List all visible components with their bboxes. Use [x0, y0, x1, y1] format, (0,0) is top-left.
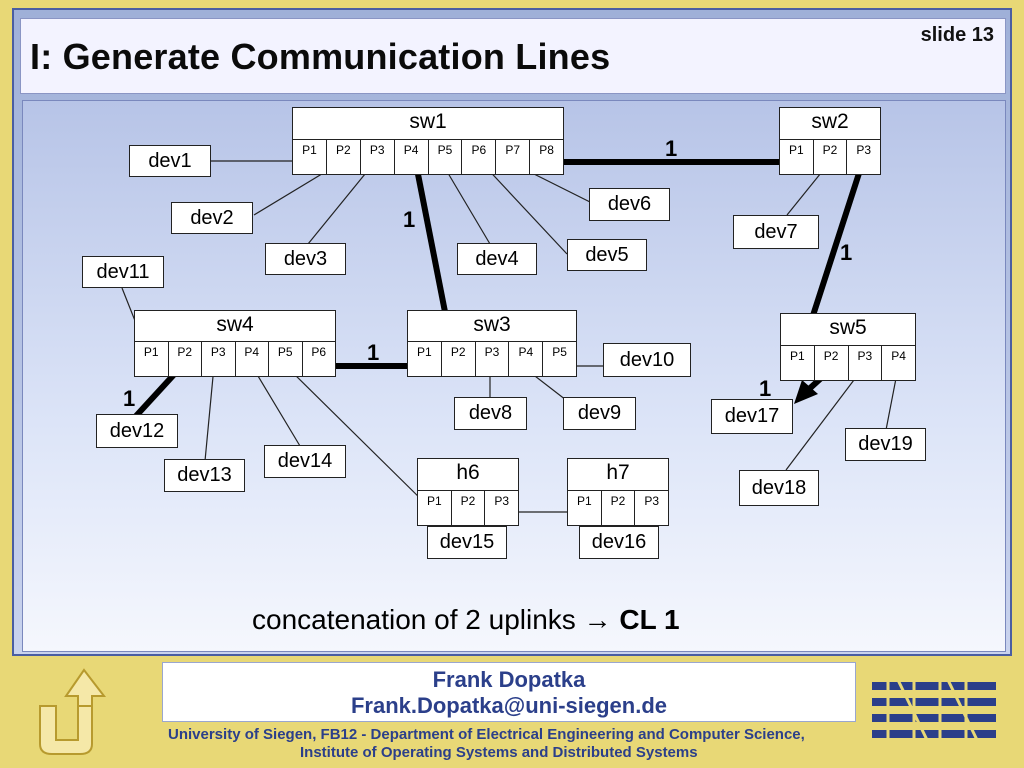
device-dev15[interactable]: dev15	[427, 526, 507, 559]
device-dev11[interactable]: dev11	[82, 256, 164, 288]
switch-label: sw5	[829, 316, 867, 339]
device-dev12[interactable]: dev12	[96, 414, 178, 448]
link-label-sw4-dev12: 1	[123, 386, 136, 411]
author-name: Frank Dopatka	[432, 667, 586, 692]
caption-text: concatenation of 2 uplinks →	[252, 604, 620, 635]
switch-sw5[interactable]: sw5 P1 P2 P3 P4	[780, 313, 916, 381]
device-dev2[interactable]: dev2	[171, 202, 253, 234]
port[interactable]: P3	[202, 342, 236, 376]
port[interactable]: P2	[452, 491, 486, 525]
device-dev3[interactable]: dev3	[265, 243, 346, 275]
switch-label: sw3	[473, 313, 511, 336]
port[interactable]: P3	[494, 494, 510, 508]
device-dev7[interactable]: dev7	[733, 215, 819, 249]
host-label: h7	[606, 461, 630, 484]
device-dev13[interactable]: dev13	[164, 459, 245, 492]
slide-title: I: Generate Communication Lines	[30, 36, 611, 77]
link-label-sw5-dev17: 1	[759, 376, 772, 401]
port[interactable]: P2	[602, 491, 636, 525]
host-label: h6	[456, 461, 480, 484]
device-dev9[interactable]: dev9	[563, 397, 636, 430]
port[interactable]: P1	[568, 491, 602, 525]
port[interactable]: P2	[169, 342, 202, 376]
author-email[interactable]: Frank.Dopatka@uni-siegen.de	[350, 693, 668, 718]
slide-number: slide 13	[920, 24, 994, 46]
institute-logo-icon	[872, 679, 996, 743]
port[interactable]: P5	[552, 345, 567, 359]
device-dev1[interactable]: dev1	[129, 145, 211, 177]
link-label-sw2-sw5: 1	[840, 240, 853, 265]
device-dev17[interactable]: dev17	[711, 399, 793, 434]
port[interactable]: P2	[327, 140, 361, 174]
switch-label: sw4	[216, 313, 254, 336]
port[interactable]: P1	[408, 342, 442, 376]
device-dev19[interactable]: dev19	[845, 428, 926, 461]
switch-sw2[interactable]: sw2 P1 P2 P3	[779, 107, 881, 175]
device-dev10[interactable]: dev10	[603, 343, 691, 377]
port[interactable]: P3	[644, 494, 660, 508]
port[interactable]: P2	[815, 346, 849, 380]
port[interactable]: P5	[429, 140, 463, 174]
port[interactable]: P1	[418, 491, 452, 525]
port[interactable]: P4	[891, 349, 906, 363]
device-dev8[interactable]: dev8	[454, 397, 527, 430]
host-h6[interactable]: h6 P1 P2 P3	[417, 458, 519, 526]
port[interactable]: P7	[496, 140, 531, 174]
port[interactable]: P1	[135, 342, 169, 376]
caption-bold: CL 1	[619, 604, 680, 635]
port[interactable]: P4	[509, 342, 544, 376]
port[interactable]: P3	[476, 342, 510, 376]
footer-affiliation-line2: Institute of Operating Systems and Distr…	[300, 744, 698, 761]
device-dev5[interactable]: dev5	[567, 239, 647, 271]
switch-sw3[interactable]: sw3 P1 P2 P3 P4 P5	[407, 310, 577, 377]
university-logo-icon	[39, 668, 107, 755]
port[interactable]: P5	[269, 342, 303, 376]
footer-affiliation-line1: University of Siegen, FB12 - Department …	[168, 726, 805, 743]
link-label-sw1-sw2: 1	[665, 136, 678, 161]
switch-sw1[interactable]: sw1 P1 P2 P3 P4 P5 P6 P7 P8	[292, 107, 564, 175]
port[interactable]: P3	[361, 140, 395, 174]
port[interactable]: P3	[849, 346, 883, 380]
author-box: Frank Dopatka Frank.Dopatka@uni-siegen.d…	[162, 662, 856, 722]
link-label-sw1-sw3: 1	[403, 207, 416, 232]
port[interactable]: P4	[395, 140, 429, 174]
port[interactable]: P1	[780, 140, 814, 174]
device-dev4[interactable]: dev4	[457, 243, 537, 275]
title-bar	[20, 18, 1006, 94]
port[interactable]: P6	[462, 140, 497, 174]
link-label-sw4-sw3: 1	[367, 340, 380, 365]
switch-label: sw1	[409, 110, 447, 133]
port[interactable]: P1	[293, 140, 327, 174]
port[interactable]: P8	[539, 143, 554, 157]
caption: concatenation of 2 uplinks → CL 1	[252, 604, 680, 636]
device-dev18[interactable]: dev18	[739, 470, 819, 506]
host-h7[interactable]: h7 P1 P2 P3	[567, 458, 669, 526]
port[interactable]: P4	[236, 342, 269, 376]
port[interactable]: P1	[781, 346, 815, 380]
port[interactable]: P6	[311, 345, 327, 359]
port[interactable]: P2	[442, 342, 476, 376]
device-dev14[interactable]: dev14	[264, 445, 346, 478]
switch-label: sw2	[811, 110, 849, 133]
device-dev6[interactable]: dev6	[589, 188, 670, 221]
port[interactable]: P2	[814, 140, 848, 174]
switch-sw4[interactable]: sw4 P1 P2 P3 P4 P5 P6	[134, 310, 336, 377]
port[interactable]: P3	[856, 143, 872, 157]
device-dev16[interactable]: dev16	[579, 526, 659, 559]
